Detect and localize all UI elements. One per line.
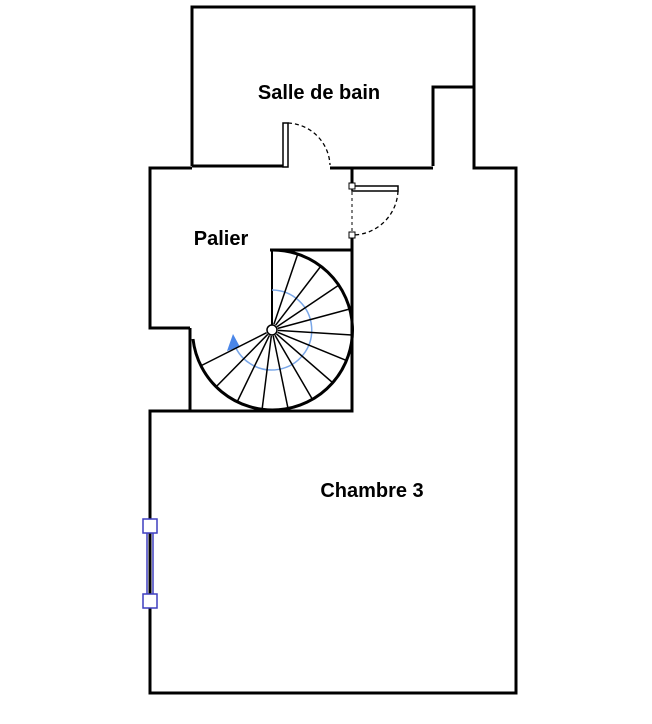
stair-tread xyxy=(261,335,273,410)
spiral-staircase xyxy=(191,248,354,412)
stair-tread xyxy=(273,253,299,325)
stair-tread xyxy=(200,332,267,367)
window-handle-top xyxy=(142,518,158,534)
door-hinge-top xyxy=(348,182,356,190)
palier-walls xyxy=(148,166,192,330)
stair-well xyxy=(188,248,354,413)
stair-tread xyxy=(215,333,269,388)
stair-tread xyxy=(272,335,289,409)
stair-tread xyxy=(276,284,339,328)
stair-tread xyxy=(277,308,350,330)
bedroom-door-leaf xyxy=(351,185,399,192)
stair-direction-arrow xyxy=(227,334,240,351)
bathroom-door-leaf xyxy=(282,122,289,168)
bathroom-inner-wall xyxy=(431,85,474,166)
room-label-chambre-3: Chambre 3 xyxy=(320,480,423,502)
stair-tread xyxy=(277,331,347,361)
stair-tread xyxy=(276,333,333,384)
stair-tread xyxy=(277,329,352,336)
bedroom-door-swing xyxy=(352,190,399,236)
room-label-salle-de-bain: Salle de bain xyxy=(258,82,380,104)
stair-tread xyxy=(236,335,271,403)
stair-tread xyxy=(274,334,313,400)
window-handle-bottom xyxy=(142,593,158,609)
stair-outer-arc xyxy=(191,248,354,412)
stair-newel xyxy=(266,324,278,336)
exterior-walls xyxy=(148,166,518,695)
bathroom-door-swing xyxy=(287,122,331,166)
door-hinge-bottom xyxy=(348,231,356,239)
stair-tread xyxy=(275,266,322,326)
room-label-palier: Palier xyxy=(194,228,249,250)
